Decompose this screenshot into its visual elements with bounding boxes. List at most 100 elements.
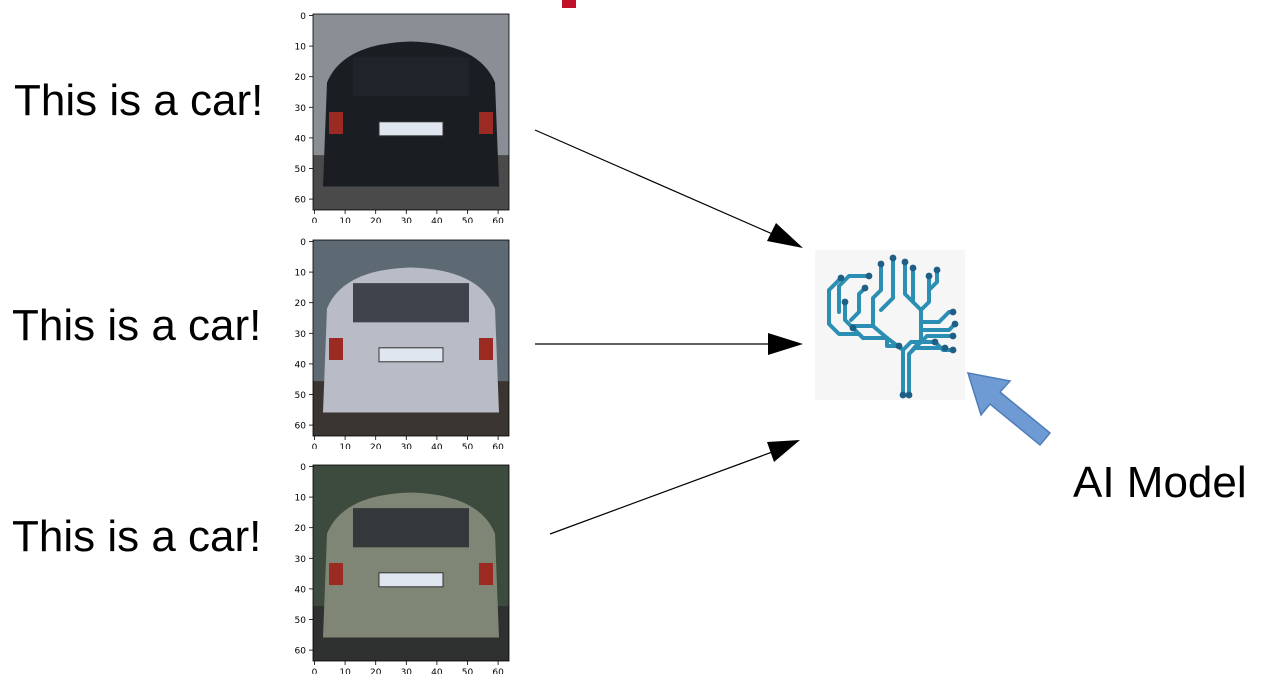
x-tick-label: 20 bbox=[370, 443, 382, 449]
y-tick-label: 30 bbox=[295, 104, 307, 114]
tail-light-right bbox=[479, 563, 493, 585]
circuit-trace bbox=[871, 262, 883, 328]
y-tick-label: 20 bbox=[295, 299, 307, 309]
y-tick-label: 10 bbox=[295, 269, 307, 279]
circuit-trace bbox=[885, 336, 901, 348]
x-tick-label: 40 bbox=[431, 217, 443, 223]
x-tick-label: 50 bbox=[462, 668, 474, 674]
x-tick-label: 30 bbox=[401, 443, 413, 449]
x-tick-label: 60 bbox=[492, 668, 504, 674]
y-tick-label: 50 bbox=[295, 165, 307, 175]
car-image-plot-3: 0 10 20 30 40 50 60 0 10 20 30 40 50 60 bbox=[283, 459, 515, 674]
y-tick-label: 20 bbox=[295, 73, 307, 83]
circuit-trace bbox=[849, 286, 867, 322]
license-plate bbox=[378, 572, 444, 588]
x-tick-label: 10 bbox=[339, 443, 351, 449]
plot-frame bbox=[312, 239, 510, 437]
circuit-node bbox=[905, 391, 913, 399]
caption-car-2: This is a car! bbox=[12, 301, 262, 350]
circuit-node bbox=[949, 346, 957, 354]
circuit-node bbox=[865, 272, 873, 280]
car-rear-window bbox=[353, 57, 469, 97]
x-tick-label: 60 bbox=[492, 443, 504, 449]
caption-car-1: This is a car! bbox=[14, 76, 264, 125]
circuit-node bbox=[877, 260, 885, 268]
x-tick-label: 50 bbox=[462, 217, 474, 223]
arrow-1-head bbox=[767, 223, 803, 248]
license-plate bbox=[378, 347, 444, 363]
x-tick-label: 30 bbox=[401, 668, 413, 674]
y-tick-label: 40 bbox=[295, 360, 307, 370]
y-tick-label: 0 bbox=[300, 238, 306, 248]
circuit-trace bbox=[903, 260, 915, 304]
x-tick-label: 10 bbox=[339, 217, 351, 223]
circuit-node bbox=[841, 298, 849, 306]
circuit-node bbox=[931, 338, 939, 346]
circuit-trace bbox=[837, 274, 871, 314]
circuit-brain-icon bbox=[815, 250, 965, 400]
x-tick-label: 10 bbox=[339, 668, 351, 674]
x-tick-label: 20 bbox=[370, 217, 382, 223]
arrow-2-head bbox=[768, 333, 803, 355]
car-rear-window bbox=[353, 283, 469, 323]
circuit-trace bbox=[927, 268, 939, 292]
y-tick-label: 10 bbox=[295, 494, 307, 504]
x-tick-label: 20 bbox=[370, 668, 382, 674]
circuit-node bbox=[949, 308, 957, 316]
y-tick-label: 0 bbox=[300, 463, 306, 473]
circuit-trace bbox=[919, 274, 931, 312]
ai-model-label: AI Model bbox=[1073, 458, 1247, 507]
arrow-3-head bbox=[767, 440, 800, 462]
circuit-trace bbox=[827, 276, 865, 340]
title-fragment bbox=[562, 0, 576, 8]
circuit-node bbox=[837, 274, 845, 282]
circuit-trace bbox=[879, 256, 895, 312]
circuit-node bbox=[909, 264, 917, 272]
circuit-node bbox=[951, 320, 959, 328]
x-tick-label: 50 bbox=[462, 443, 474, 449]
pointer-arrow-shape bbox=[966, 372, 1052, 447]
circuit-trace bbox=[913, 334, 955, 350]
tail-light-left bbox=[329, 338, 343, 360]
x-tick-label: 40 bbox=[431, 443, 443, 449]
arrow-1-shaft bbox=[534, 129, 778, 237]
y-tick-label: 30 bbox=[295, 330, 307, 340]
plot-frame bbox=[312, 464, 510, 662]
y-tick-label: 50 bbox=[295, 616, 307, 626]
tail-light-left bbox=[329, 112, 343, 134]
y-tick-label: 30 bbox=[295, 555, 307, 565]
circuit-node bbox=[941, 344, 949, 352]
y-tick-label: 20 bbox=[295, 524, 307, 534]
y-tick-label: 60 bbox=[295, 196, 307, 206]
tail-light-left bbox=[329, 563, 343, 585]
circuit-node bbox=[949, 332, 957, 340]
x-tick-label: 40 bbox=[431, 668, 443, 674]
car-rear-window bbox=[353, 508, 469, 548]
tail-light-right bbox=[479, 112, 493, 134]
circuit-node bbox=[933, 266, 941, 274]
circuit-node bbox=[895, 342, 903, 350]
circuit-node bbox=[861, 284, 869, 292]
x-tick-label: 0 bbox=[312, 217, 318, 223]
x-tick-label: 0 bbox=[312, 443, 318, 449]
x-tick-label: 60 bbox=[492, 217, 504, 223]
y-tick-label: 60 bbox=[295, 422, 307, 432]
y-tick-label: 10 bbox=[295, 43, 307, 53]
license-plate bbox=[378, 121, 444, 137]
y-tick-label: 60 bbox=[295, 647, 307, 657]
circuit-node bbox=[889, 254, 897, 262]
y-tick-label: 0 bbox=[300, 12, 306, 22]
tail-light-right bbox=[479, 338, 493, 360]
caption-car-3: This is a car! bbox=[12, 512, 262, 561]
plot-frame bbox=[312, 13, 510, 211]
y-tick-label: 50 bbox=[295, 391, 307, 401]
y-tick-label: 40 bbox=[295, 585, 307, 595]
y-tick-label: 40 bbox=[295, 134, 307, 144]
arrow-3-shaft bbox=[549, 450, 776, 535]
circuit-node bbox=[899, 391, 907, 399]
circuit-node bbox=[901, 258, 909, 266]
x-tick-label: 0 bbox=[312, 668, 318, 674]
